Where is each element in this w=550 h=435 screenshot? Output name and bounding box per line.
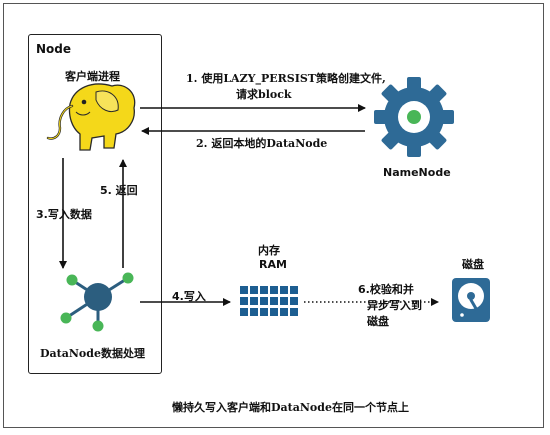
step2-label: 2. 返回本地的DataNode: [196, 137, 328, 150]
hadoop-elephant-icon: [46, 83, 136, 151]
step4-label: 4.写入: [172, 290, 206, 303]
ram-subtitle: RAM: [259, 258, 287, 271]
step5-label: 5. 返回: [100, 184, 138, 197]
ram-memory-icon: [238, 284, 302, 318]
datanode-label: DataNode数据处理: [40, 347, 145, 360]
disk-label: 磁盘: [462, 258, 484, 271]
namenode-label: NameNode: [383, 166, 451, 179]
ram-title: 内存: [258, 244, 280, 257]
network-hub-icon: [60, 272, 134, 332]
gear-icon: [374, 77, 454, 157]
diagram-frame: [3, 3, 544, 428]
client-process-label: 客户端进程: [65, 70, 120, 83]
step3-label: 3.写入数据: [36, 208, 92, 221]
step1-label-line2: 请求block: [236, 88, 292, 101]
node-boundary: [28, 34, 162, 374]
step6-label-line1: 6.校验和并: [358, 283, 414, 296]
step1-label-line1: 1. 使用LAZY_PERSIST策略创建文件,: [186, 72, 386, 85]
node-title: Node: [36, 42, 72, 56]
step6-label-line2: 异步写入到: [367, 299, 422, 312]
hard-disk-icon: [452, 278, 490, 322]
diagram-caption: 懒持久写入客户端和DataNode在同一个节点上: [172, 401, 409, 414]
step6-label-line3: 磁盘: [367, 315, 389, 328]
